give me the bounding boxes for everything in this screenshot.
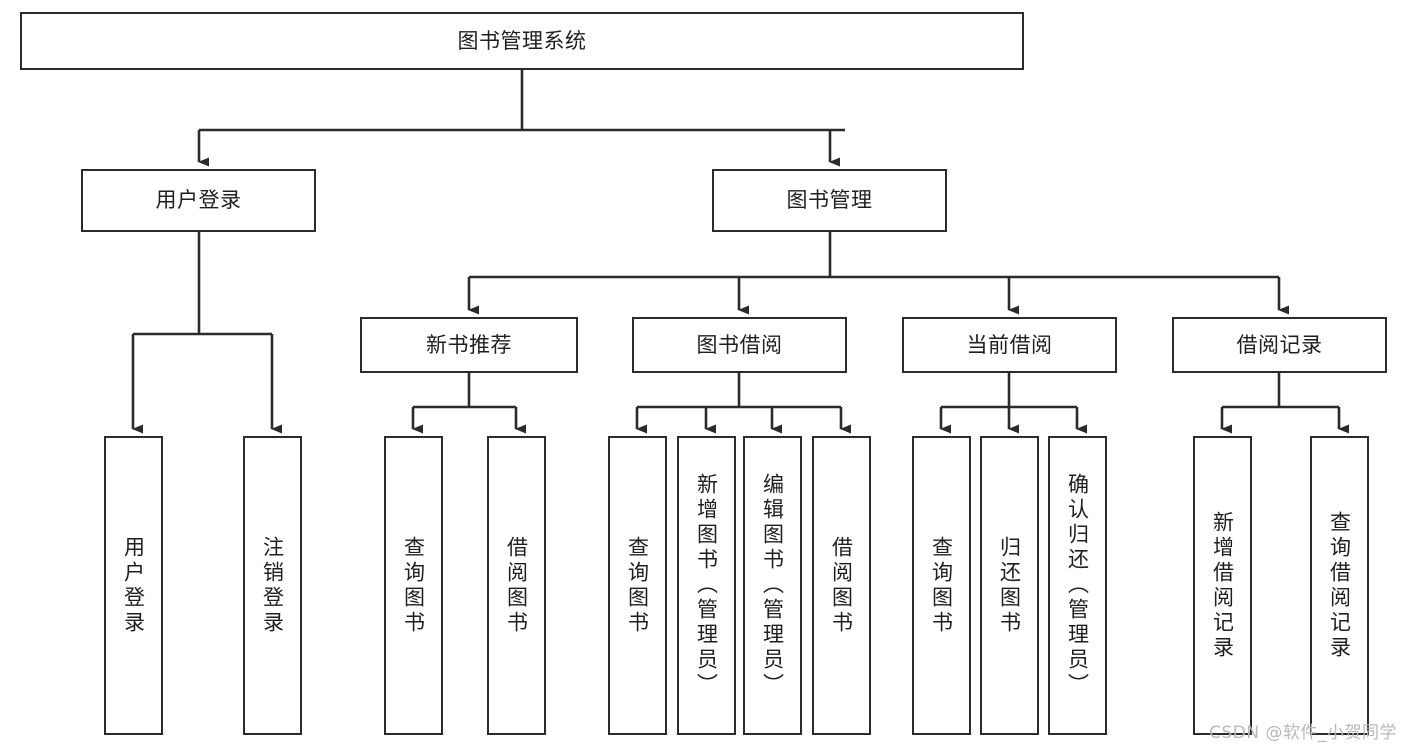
leaf-currentborrow-confirm-return-admin[interactable]: 确认归还（管理员） bbox=[1048, 436, 1107, 735]
leaf-borrowrecord-add-record-label: 新增借阅记录 bbox=[1210, 510, 1235, 661]
node-book-borrow[interactable]: 图书借阅 bbox=[632, 317, 847, 373]
node-borrow-record[interactable]: 借阅记录 bbox=[1172, 317, 1387, 373]
leaf-currentborrow-confirm-return-admin-label: 确认归还（管理员） bbox=[1065, 473, 1090, 698]
node-book-management[interactable]: 图书管理 bbox=[712, 169, 947, 232]
leaf-bookborrow-edit-book-admin[interactable]: 编辑图书（管理员） bbox=[743, 436, 802, 735]
leaf-borrowrecord-query-record[interactable]: 查询借阅记录 bbox=[1310, 436, 1369, 735]
node-user-login-label: 用户登录 bbox=[155, 188, 242, 213]
node-user-login[interactable]: 用户登录 bbox=[81, 169, 316, 232]
leaf-logout-label: 注销登录 bbox=[260, 535, 285, 636]
leaf-bookborrow-borrow-book-label: 借阅图书 bbox=[829, 535, 854, 636]
leaf-bookborrow-add-book-admin[interactable]: 新增图书（管理员） bbox=[677, 436, 736, 735]
leaf-bookborrow-query-book-label: 查询图书 bbox=[625, 535, 650, 636]
csdn-watermark: CSDN @软件_小贺同学 bbox=[1209, 723, 1397, 743]
leaf-user-login-label: 用户登录 bbox=[121, 535, 146, 636]
leaf-user-login[interactable]: 用户登录 bbox=[104, 436, 163, 735]
leaf-newbook-query-book-label: 查询图书 bbox=[401, 535, 426, 636]
leaf-newbook-borrow-book[interactable]: 借阅图书 bbox=[487, 436, 546, 735]
node-new-book-recommend-label: 新书推荐 bbox=[426, 332, 512, 357]
leaf-bookborrow-borrow-book[interactable]: 借阅图书 bbox=[812, 436, 871, 735]
leaf-newbook-borrow-book-label: 借阅图书 bbox=[504, 535, 529, 636]
leaf-borrowrecord-query-record-label: 查询借阅记录 bbox=[1327, 510, 1352, 661]
node-borrow-record-label: 借阅记录 bbox=[1236, 332, 1323, 357]
leaf-bookborrow-edit-book-admin-label: 编辑图书（管理员） bbox=[760, 473, 785, 698]
leaf-currentborrow-query-book[interactable]: 查询图书 bbox=[912, 436, 971, 735]
leaf-bookborrow-add-book-admin-label: 新增图书（管理员） bbox=[694, 473, 719, 698]
leaf-currentborrow-return-book-label: 归还图书 bbox=[997, 535, 1022, 636]
leaf-currentborrow-return-book[interactable]: 归还图书 bbox=[980, 436, 1039, 735]
node-current-borrow-label: 当前借阅 bbox=[966, 332, 1053, 357]
node-current-borrow[interactable]: 当前借阅 bbox=[902, 317, 1117, 373]
leaf-newbook-query-book[interactable]: 查询图书 bbox=[384, 436, 443, 735]
node-root-system-label: 图书管理系统 bbox=[457, 28, 587, 53]
node-book-borrow-label: 图书借阅 bbox=[696, 332, 783, 357]
node-root-system[interactable]: 图书管理系统 bbox=[20, 12, 1024, 70]
node-new-book-recommend[interactable]: 新书推荐 bbox=[360, 317, 578, 373]
node-book-management-label: 图书管理 bbox=[786, 188, 873, 213]
leaf-currentborrow-query-book-label: 查询图书 bbox=[929, 535, 954, 636]
leaf-borrowrecord-add-record[interactable]: 新增借阅记录 bbox=[1193, 436, 1252, 735]
leaf-bookborrow-query-book[interactable]: 查询图书 bbox=[608, 436, 667, 735]
leaf-logout[interactable]: 注销登录 bbox=[243, 436, 302, 735]
